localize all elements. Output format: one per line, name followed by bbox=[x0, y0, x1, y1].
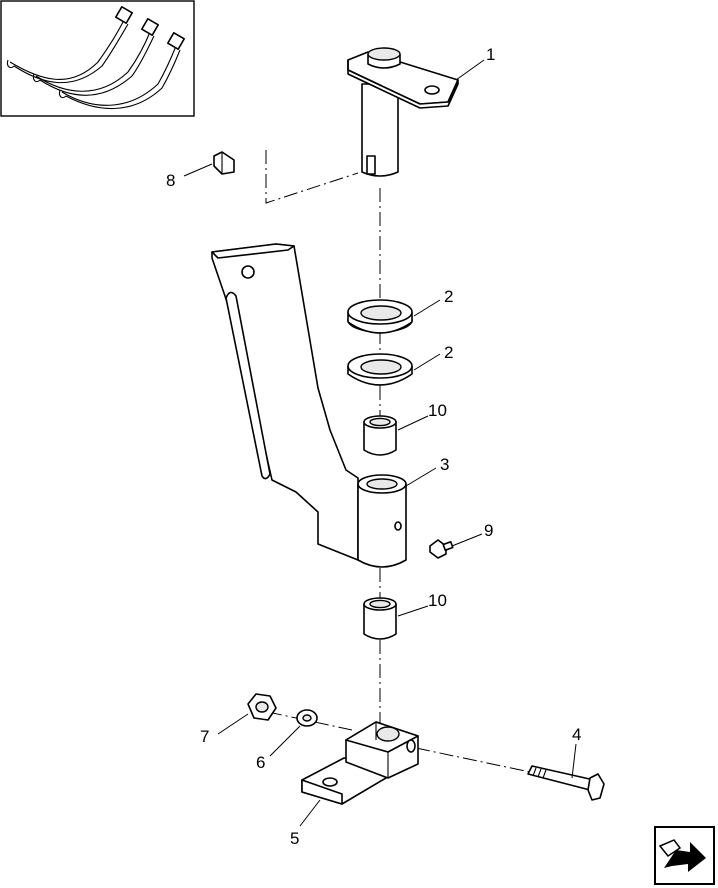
bushing-upper bbox=[363, 415, 397, 456]
washer-upper bbox=[347, 299, 413, 334]
centerlines bbox=[265, 150, 531, 773]
washer-lower bbox=[347, 353, 413, 386]
callout-2-upper: 2 bbox=[444, 287, 453, 306]
callout-10-lower: 10 bbox=[428, 591, 447, 610]
callout-9: 9 bbox=[484, 521, 493, 540]
callout-leaders bbox=[183, 59, 577, 827]
lock-nut bbox=[247, 693, 277, 721]
spring-arm-icon bbox=[6, 6, 185, 110]
callout-4: 4 bbox=[572, 725, 581, 744]
callout-6: 6 bbox=[256, 753, 265, 772]
flat-washer bbox=[296, 709, 318, 727]
bolt bbox=[527, 765, 605, 801]
next-page-arrow-icon[interactable] bbox=[654, 826, 715, 885]
callout-10-upper: 10 bbox=[428, 401, 447, 420]
bracket-arm bbox=[211, 243, 359, 561]
callout-2-lower: 2 bbox=[444, 343, 453, 362]
clamp-base bbox=[301, 721, 419, 805]
key bbox=[213, 151, 235, 175]
callout-8: 8 bbox=[166, 171, 175, 190]
callout-labels: 1 2 2 10 3 9 10 8 4 5 6 7 bbox=[166, 45, 581, 848]
grease-fitting bbox=[429, 539, 454, 559]
hub-tube bbox=[357, 474, 407, 568]
inset-box bbox=[0, 0, 195, 117]
callout-7: 7 bbox=[200, 727, 209, 746]
callout-1: 1 bbox=[486, 45, 495, 64]
bushing-lower bbox=[363, 597, 397, 640]
callout-5: 5 bbox=[290, 829, 299, 848]
pivot-pin bbox=[347, 47, 459, 177]
callout-3: 3 bbox=[440, 455, 449, 474]
